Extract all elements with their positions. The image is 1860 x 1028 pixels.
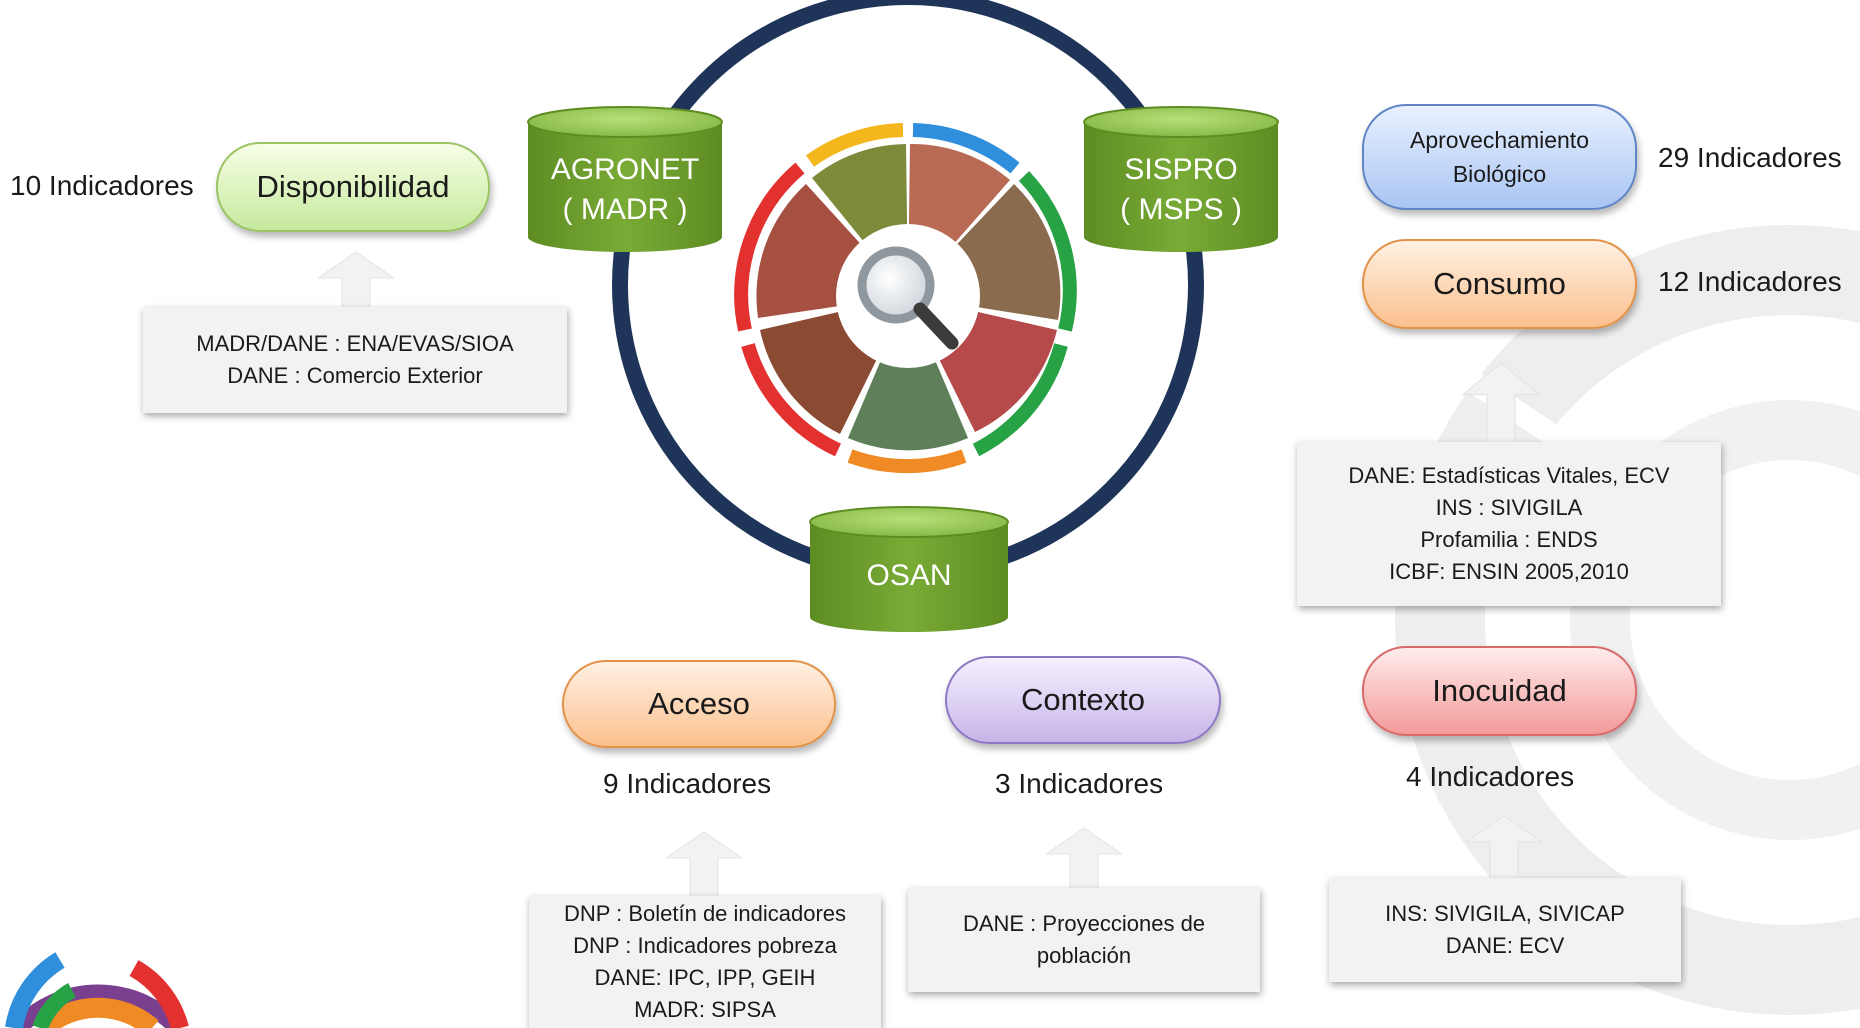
osan-database-icon: [809, 506, 1009, 632]
central-wheel-icon: [732, 120, 1084, 474]
contexto-source-line: DANE : Proyecciones de: [962, 911, 1206, 936]
contexto-count: 3 Indicadores: [995, 768, 1164, 799]
inocuidad-pill: Inocuidad: [1362, 646, 1637, 736]
acceso-source-line: MADR: SIPSA: [634, 997, 776, 1022]
inocuidad-source-line: DANE: ECV: [1445, 933, 1565, 958]
contexto-pill: Contexto: [945, 656, 1221, 744]
consumo-sources: DANE: Estadísticas Vitales, ECV INS : SI…: [1297, 442, 1721, 606]
contexto-sources: DANE : Proyecciones de población: [908, 888, 1260, 992]
disponibilidad-pill: Disponibilidad: [216, 142, 490, 232]
disponibilidad-label: Disponibilidad: [256, 169, 450, 205]
aprovechamiento-label-line2: Biológico: [1452, 161, 1547, 187]
acceso-sources: DNP : Boletín de indicadores DNP : Indic…: [529, 896, 881, 1028]
consumo-count: 12 Indicadores: [1658, 266, 1842, 297]
sispro-label-line1: SISPRO: [1124, 153, 1238, 186]
agronet-label: AGRONET ( MADR ): [528, 150, 722, 230]
agronet-label-line2: ( MADR ): [562, 193, 688, 226]
disponibilidad-source-line: MADR/DANE : ENA/EVAS/SIOA: [196, 331, 514, 356]
inocuidad-label: Inocuidad: [1432, 673, 1567, 709]
consumo-source-line: ICBF: ENSIN 2005,2010: [1389, 559, 1629, 584]
aprovechamiento-pill: Aprovechamiento Biológico: [1362, 104, 1637, 210]
magnifier-icon: [836, 224, 980, 368]
inocuidad-arrow-icon: [1466, 816, 1542, 882]
consumo-arrow-icon: [1463, 363, 1539, 443]
osan-label-line1: OSAN: [866, 559, 952, 592]
acceso-source-line: DNP : Indicadores pobreza: [573, 933, 837, 958]
logo-icon: [5, 952, 189, 1028]
acceso-count: 9 Indicadores: [603, 768, 772, 799]
consumo-label: Consumo: [1433, 266, 1566, 302]
disponibilidad-arrow-icon: [318, 252, 394, 318]
agronet-database-icon: [527, 106, 723, 252]
inocuidad-count: 4 Indicadores: [1406, 761, 1575, 792]
consumo-source-line: INS : SIVIGILA: [1435, 495, 1583, 520]
contexto-arrow-icon: [1046, 828, 1122, 894]
inocuidad-source-line: INS: SIVIGILA, SIVICAP: [1385, 901, 1625, 926]
disponibilidad-sources: MADR/DANE : ENA/EVAS/SIOA DANE : Comerci…: [143, 307, 567, 413]
sispro-label: SISPRO ( MSPS ): [1084, 150, 1278, 230]
consumo-pill: Consumo: [1362, 239, 1637, 329]
acceso-arrow-icon: [666, 832, 742, 898]
contexto-label: Contexto: [1020, 682, 1146, 718]
agronet-label-line1: AGRONET: [550, 153, 700, 186]
acceso-pill: Acceso: [562, 660, 836, 748]
consumo-source-line: Profamilia : ENDS: [1420, 527, 1598, 552]
contexto-source-line: población: [1036, 943, 1132, 968]
aprovechamiento-count: 29 Indicadores: [1658, 142, 1842, 173]
disponibilidad-source-line: DANE : Comercio Exterior: [227, 363, 483, 388]
sispro-database-icon: [1083, 106, 1279, 252]
acceso-label: Acceso: [648, 686, 750, 722]
disponibilidad-count: 10 Indicadores: [10, 170, 194, 201]
consumo-source-line: DANE: Estadísticas Vitales, ECV: [1348, 463, 1670, 488]
acceso-source-line: DANE: IPC, IPP, GEIH: [594, 965, 816, 990]
sispro-label-line2: ( MSPS ): [1120, 193, 1242, 226]
osan-label: OSAN: [810, 556, 1008, 596]
inocuidad-sources: INS: SIVIGILA, SIVICAP DANE: ECV: [1329, 878, 1681, 982]
aprovechamiento-label-line1: Aprovechamiento: [1410, 126, 1589, 153]
acceso-source-line: DNP : Boletín de indicadores: [563, 901, 847, 926]
